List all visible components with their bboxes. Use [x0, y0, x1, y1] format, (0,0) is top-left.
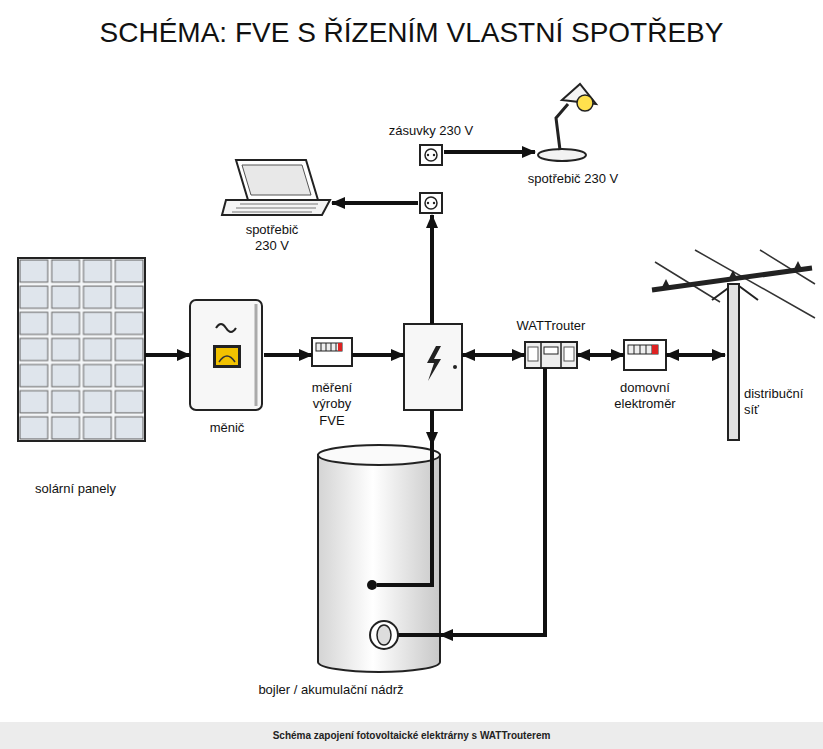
wattrouter-device-part	[528, 347, 538, 361]
power-pole	[652, 250, 815, 440]
production-meter-part	[321, 343, 336, 351]
distribution-grid: distribuční síť	[725, 250, 815, 440]
power-line	[666, 353, 725, 357]
water-tank-part	[398, 633, 440, 637]
lamp-appliance: spotřebič 230 V	[535, 85, 597, 163]
water-tank-part	[377, 445, 432, 585]
power-line	[430, 410, 434, 445]
laptop-icon-part	[222, 200, 330, 215]
power-line	[430, 215, 434, 324]
socket-symbol-part	[425, 149, 437, 161]
house-meter-part	[624, 340, 666, 370]
wattrouter-device-part	[564, 347, 574, 361]
lamp-icon	[538, 84, 596, 161]
socket-symbol-part	[433, 154, 435, 156]
caption-text: Schéma zapojení fotovoltaické elektrárny…	[0, 722, 823, 749]
wattrouter-device-part	[525, 342, 577, 368]
wattrouter-device	[525, 342, 577, 368]
node-label: spotřebič 230 V	[528, 171, 618, 187]
power-line	[444, 150, 535, 154]
laptop-appliance: spotřebič 230 V	[222, 158, 332, 216]
node-label: měnič	[210, 420, 245, 436]
diagram-title: SCHÉMA: FVE S ŘÍZENÍM VLASTNÍ SPOTŘEBY	[0, 16, 823, 50]
solar-panel	[18, 258, 145, 441]
distribution-board-part	[404, 324, 462, 410]
solar-panel-part	[18, 258, 145, 441]
socket-symbol-part	[425, 197, 437, 209]
water-tank-part	[318, 445, 440, 465]
wattrouter-device-part	[544, 347, 558, 354]
power-pole-part	[728, 284, 739, 440]
distribution-board	[404, 324, 462, 410]
distribution-board	[404, 324, 462, 410]
power-line	[577, 353, 624, 357]
inverter-symbol-part	[216, 324, 236, 332]
water-tank-part	[318, 455, 440, 672]
house-meter-part	[628, 345, 658, 354]
node-label: měření výroby FVE	[300, 380, 364, 429]
inverter-symbol-part	[219, 356, 235, 362]
laptop-icon-part	[232, 204, 318, 212]
production-meter	[312, 338, 352, 366]
lamp-icon-part	[538, 149, 586, 161]
socket-symbol-part	[427, 154, 429, 156]
production-meter-part	[316, 343, 342, 351]
inverter-symbol-part	[190, 300, 262, 410]
laptop-icon	[222, 160, 330, 215]
node-label: solární panely	[35, 481, 116, 497]
socket-symbol	[420, 145, 442, 213]
socket-symbol-part	[420, 145, 442, 165]
water-tank-part	[367, 580, 377, 590]
socket-symbol-part	[427, 202, 429, 204]
distribution-board-part	[427, 346, 441, 381]
node-label: bojler / akumulační nádrž	[258, 682, 403, 698]
water-tank-part	[370, 621, 398, 649]
power-line	[440, 368, 545, 635]
inverter-symbol-part	[216, 348, 238, 365]
laptop-icon-part	[242, 165, 311, 195]
laptop-icon-part	[236, 160, 318, 200]
house-meter-part	[634, 345, 652, 354]
power-line	[352, 353, 404, 357]
lamp-icon-part	[577, 95, 593, 111]
house-meter: domovní elektroměr	[624, 340, 666, 370]
power-line	[462, 353, 525, 357]
water-tank	[318, 445, 440, 672]
solar-panel-part	[18, 258, 145, 441]
power-line	[332, 201, 418, 205]
node-label: WATTrouter	[517, 318, 586, 334]
power-line	[145, 353, 190, 357]
production-meter: měření výroby FVE	[312, 338, 352, 366]
power-line	[264, 353, 312, 357]
wattrouter-device-part	[541, 342, 561, 368]
house-meter	[624, 340, 666, 370]
distribution-board-part	[453, 365, 457, 369]
water-tank-part	[377, 625, 391, 645]
water-tank: bojler / akumulační nádrž	[318, 445, 440, 670]
wattrouter: WATTrouter	[525, 342, 577, 368]
inverter-symbol-part	[213, 345, 241, 368]
node-label: zásuvky 230 V	[389, 123, 474, 139]
production-meter-part	[338, 343, 342, 351]
production-meter-part	[312, 338, 352, 366]
inverter-symbol-part	[255, 304, 258, 406]
socket-symbol-part	[433, 202, 435, 204]
node-label: spotřebič 230 V	[236, 222, 308, 255]
inverter: měnič	[190, 298, 264, 412]
solar-panels: solární panely	[18, 258, 145, 441]
node-label: domovní elektroměr	[611, 380, 679, 413]
inverter-symbol	[190, 300, 262, 410]
socket-group: zásuvky 230 V	[418, 143, 444, 215]
node-label: distribuční síť	[744, 386, 814, 419]
socket-symbol-part	[420, 193, 442, 213]
lamp-icon-part	[556, 104, 568, 150]
house-meter-part	[652, 345, 658, 354]
